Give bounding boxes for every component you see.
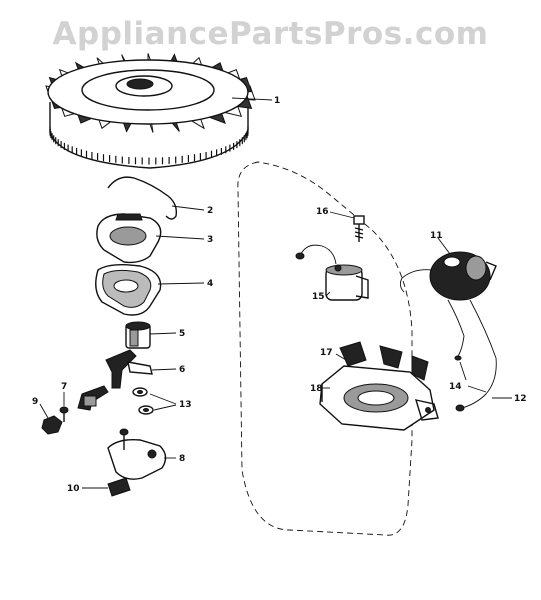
callout-6: 6 [179,365,185,375]
ignition-coil-part [399,251,497,412]
callout-13: 13 [179,400,192,410]
mounting-plate-part [107,428,167,480]
condenser-part [295,244,369,301]
callout-15: 15 [312,292,325,302]
flywheel-part [45,53,256,169]
stator-base-part [319,341,439,431]
gasket-part [95,263,162,316]
callout-17: 17 [320,348,333,358]
nut-part [41,415,63,435]
callout-1: 1 [274,96,280,106]
callout-3: 3 [207,235,213,245]
callout-12: 12 [514,394,527,404]
leader-lines [39,97,512,489]
callout-9: 9 [32,397,38,407]
callout-7: 7 [61,382,67,392]
callout-16: 16 [316,207,329,217]
callout-8: 8 [179,454,185,464]
breaker-arm-part [105,349,153,389]
wire-clip-part [107,176,178,220]
breaker-cover-part [96,213,162,264]
cam-bushing-part [125,321,151,349]
callout-5: 5 [179,329,185,339]
callout-4: 4 [207,279,213,289]
screw-part [59,406,69,422]
callout-11: 11 [430,231,443,241]
callout-14: 14 [449,382,462,392]
callout-labels: 1 2 3 4 5 6 7 8 9 10 11 12 13 14 15 16 1… [32,96,527,494]
felt-wick-part [107,477,131,497]
callout-18: 18 [310,384,323,394]
condenser-screw-part [353,215,365,242]
washer-pair-part [132,387,154,415]
breaker-bracket-part [77,385,109,411]
watermark: AppliancePartsPros.com [52,16,489,52]
callout-2: 2 [207,206,213,216]
dashed-group-outline [237,161,413,536]
callout-10: 10 [67,484,80,494]
